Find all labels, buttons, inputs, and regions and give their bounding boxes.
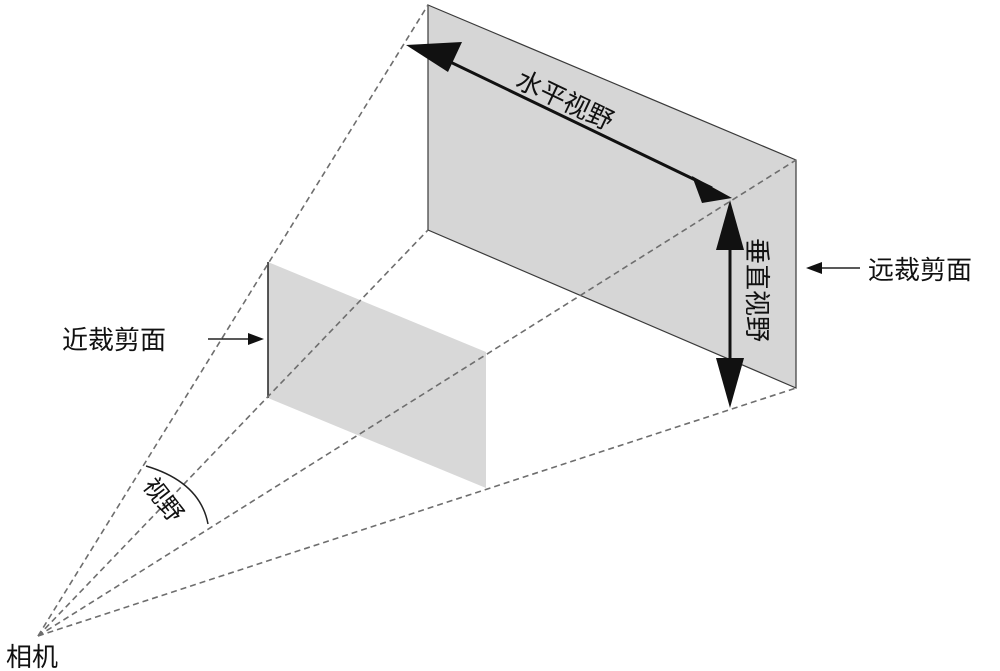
far-clip-pointer — [806, 262, 860, 274]
frustum-edge-top-left — [37, 4, 429, 637]
frustum-edge-bottom-left — [37, 229, 429, 637]
near-clip-label: 近裁剪面 — [62, 326, 166, 356]
camera-label: 相机 — [6, 643, 58, 671]
fov-label: 视野 — [137, 472, 189, 527]
frustum-edge-bottom-right — [37, 387, 797, 637]
frustum-edge-top-right — [37, 159, 797, 637]
vertical-fov-label: 垂直视野 — [741, 238, 771, 342]
horizontal-fov-arrow — [406, 42, 732, 203]
vertical-fov-arrow — [716, 200, 744, 408]
near-clip-pointer — [208, 333, 264, 345]
far-clip-label: 远裁剪面 — [868, 256, 972, 286]
far-clip-plane — [427, 4, 797, 389]
fov-arc — [145, 465, 209, 525]
near-clip-plane — [268, 262, 486, 488]
